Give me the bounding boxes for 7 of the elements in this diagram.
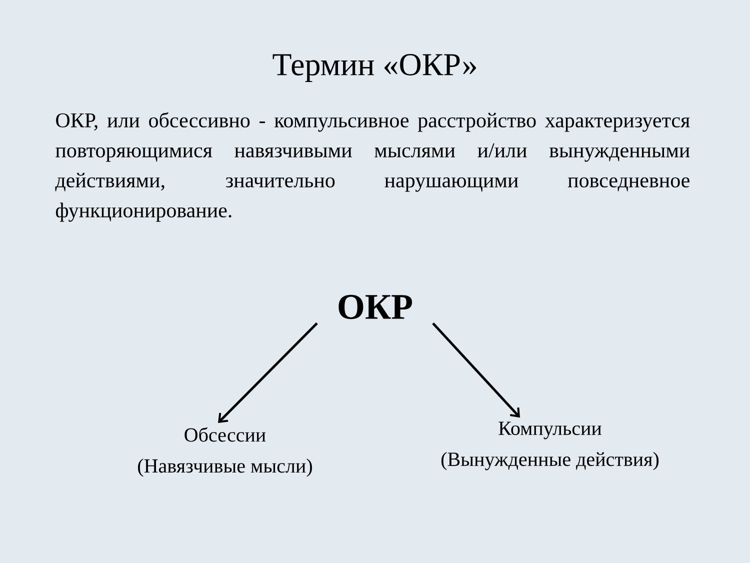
heading-text: ОКР xyxy=(338,294,412,320)
term-text: Компульсии (Вынужденные действия) xyxy=(441,422,659,470)
term-text: Обсессии (Навязчивые мысли) xyxy=(138,427,312,477)
slide-title: Термин «ОКР» xyxy=(272,54,476,82)
arrow xyxy=(218,322,318,424)
description-paragraph: ОКР, или обсессивно - компульсивное расстройство характеризуется повторяющимися навязчивыми мыслями и/или вынужденными действиями, значительно нарушающими повседневное функционирование. xyxy=(55,112,690,222)
arrow xyxy=(432,322,520,418)
